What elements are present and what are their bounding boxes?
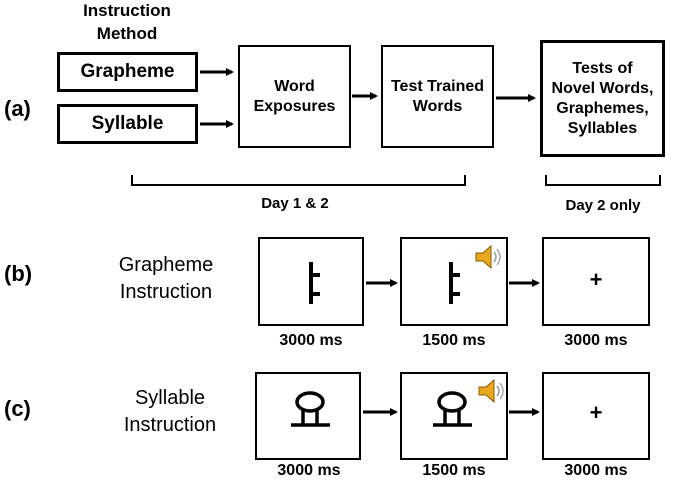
tests-of-novel-items-box: Tests of Novel Words, Graphemes, Syllabl… <box>540 40 665 157</box>
grapheme-fixation-frame <box>542 237 650 326</box>
syllable-fixation-cross: + <box>589 400 603 425</box>
word-exposures-box: Word Exposures <box>238 45 351 148</box>
grapheme-timing-2: 1500 ms <box>422 332 486 349</box>
grapheme-method-label: Grapheme <box>80 61 175 82</box>
panel-a-label: (a) <box>4 96 31 121</box>
panel-b-label: (b) <box>4 261 33 286</box>
grapheme-method-box: Grapheme <box>57 52 198 92</box>
syllable-timing-3: 3000 ms <box>564 462 628 479</box>
test-trained-words-box: Test Trained Words <box>381 45 494 148</box>
grapheme-fixation-cross: + <box>589 267 603 292</box>
syllable-method-label: Syllable <box>91 113 164 134</box>
bracket-day-2-only <box>545 175 661 186</box>
day-2-only-label: Day 2 only <box>565 197 641 214</box>
grapheme-stimulus-frame-1 <box>258 237 364 326</box>
grapheme-timing-3: 3000 ms <box>564 332 628 349</box>
grapheme-instruction-label: Grapheme Instruction <box>118 254 214 303</box>
syllable-stimulus-frame-1 <box>255 372 361 460</box>
syllable-instruction-label: Syllable Instruction <box>123 387 217 436</box>
syllable-timing-2: 1500 ms <box>422 462 486 479</box>
day-1-2-label: Day 1 & 2 <box>261 195 329 212</box>
bracket-day-1-2 <box>131 175 466 186</box>
instruction-method-heading: Instruction Method <box>83 1 171 43</box>
grapheme-timing-1: 3000 ms <box>279 332 343 349</box>
panel-c-label: (c) <box>4 396 31 421</box>
syllable-stimulus-frame-2 <box>400 372 508 460</box>
syllable-fixation-frame <box>542 372 650 460</box>
grapheme-stimulus-frame-2 <box>400 237 508 326</box>
syllable-timing-1: 3000 ms <box>277 462 341 479</box>
syllable-method-box: Syllable <box>57 104 198 144</box>
